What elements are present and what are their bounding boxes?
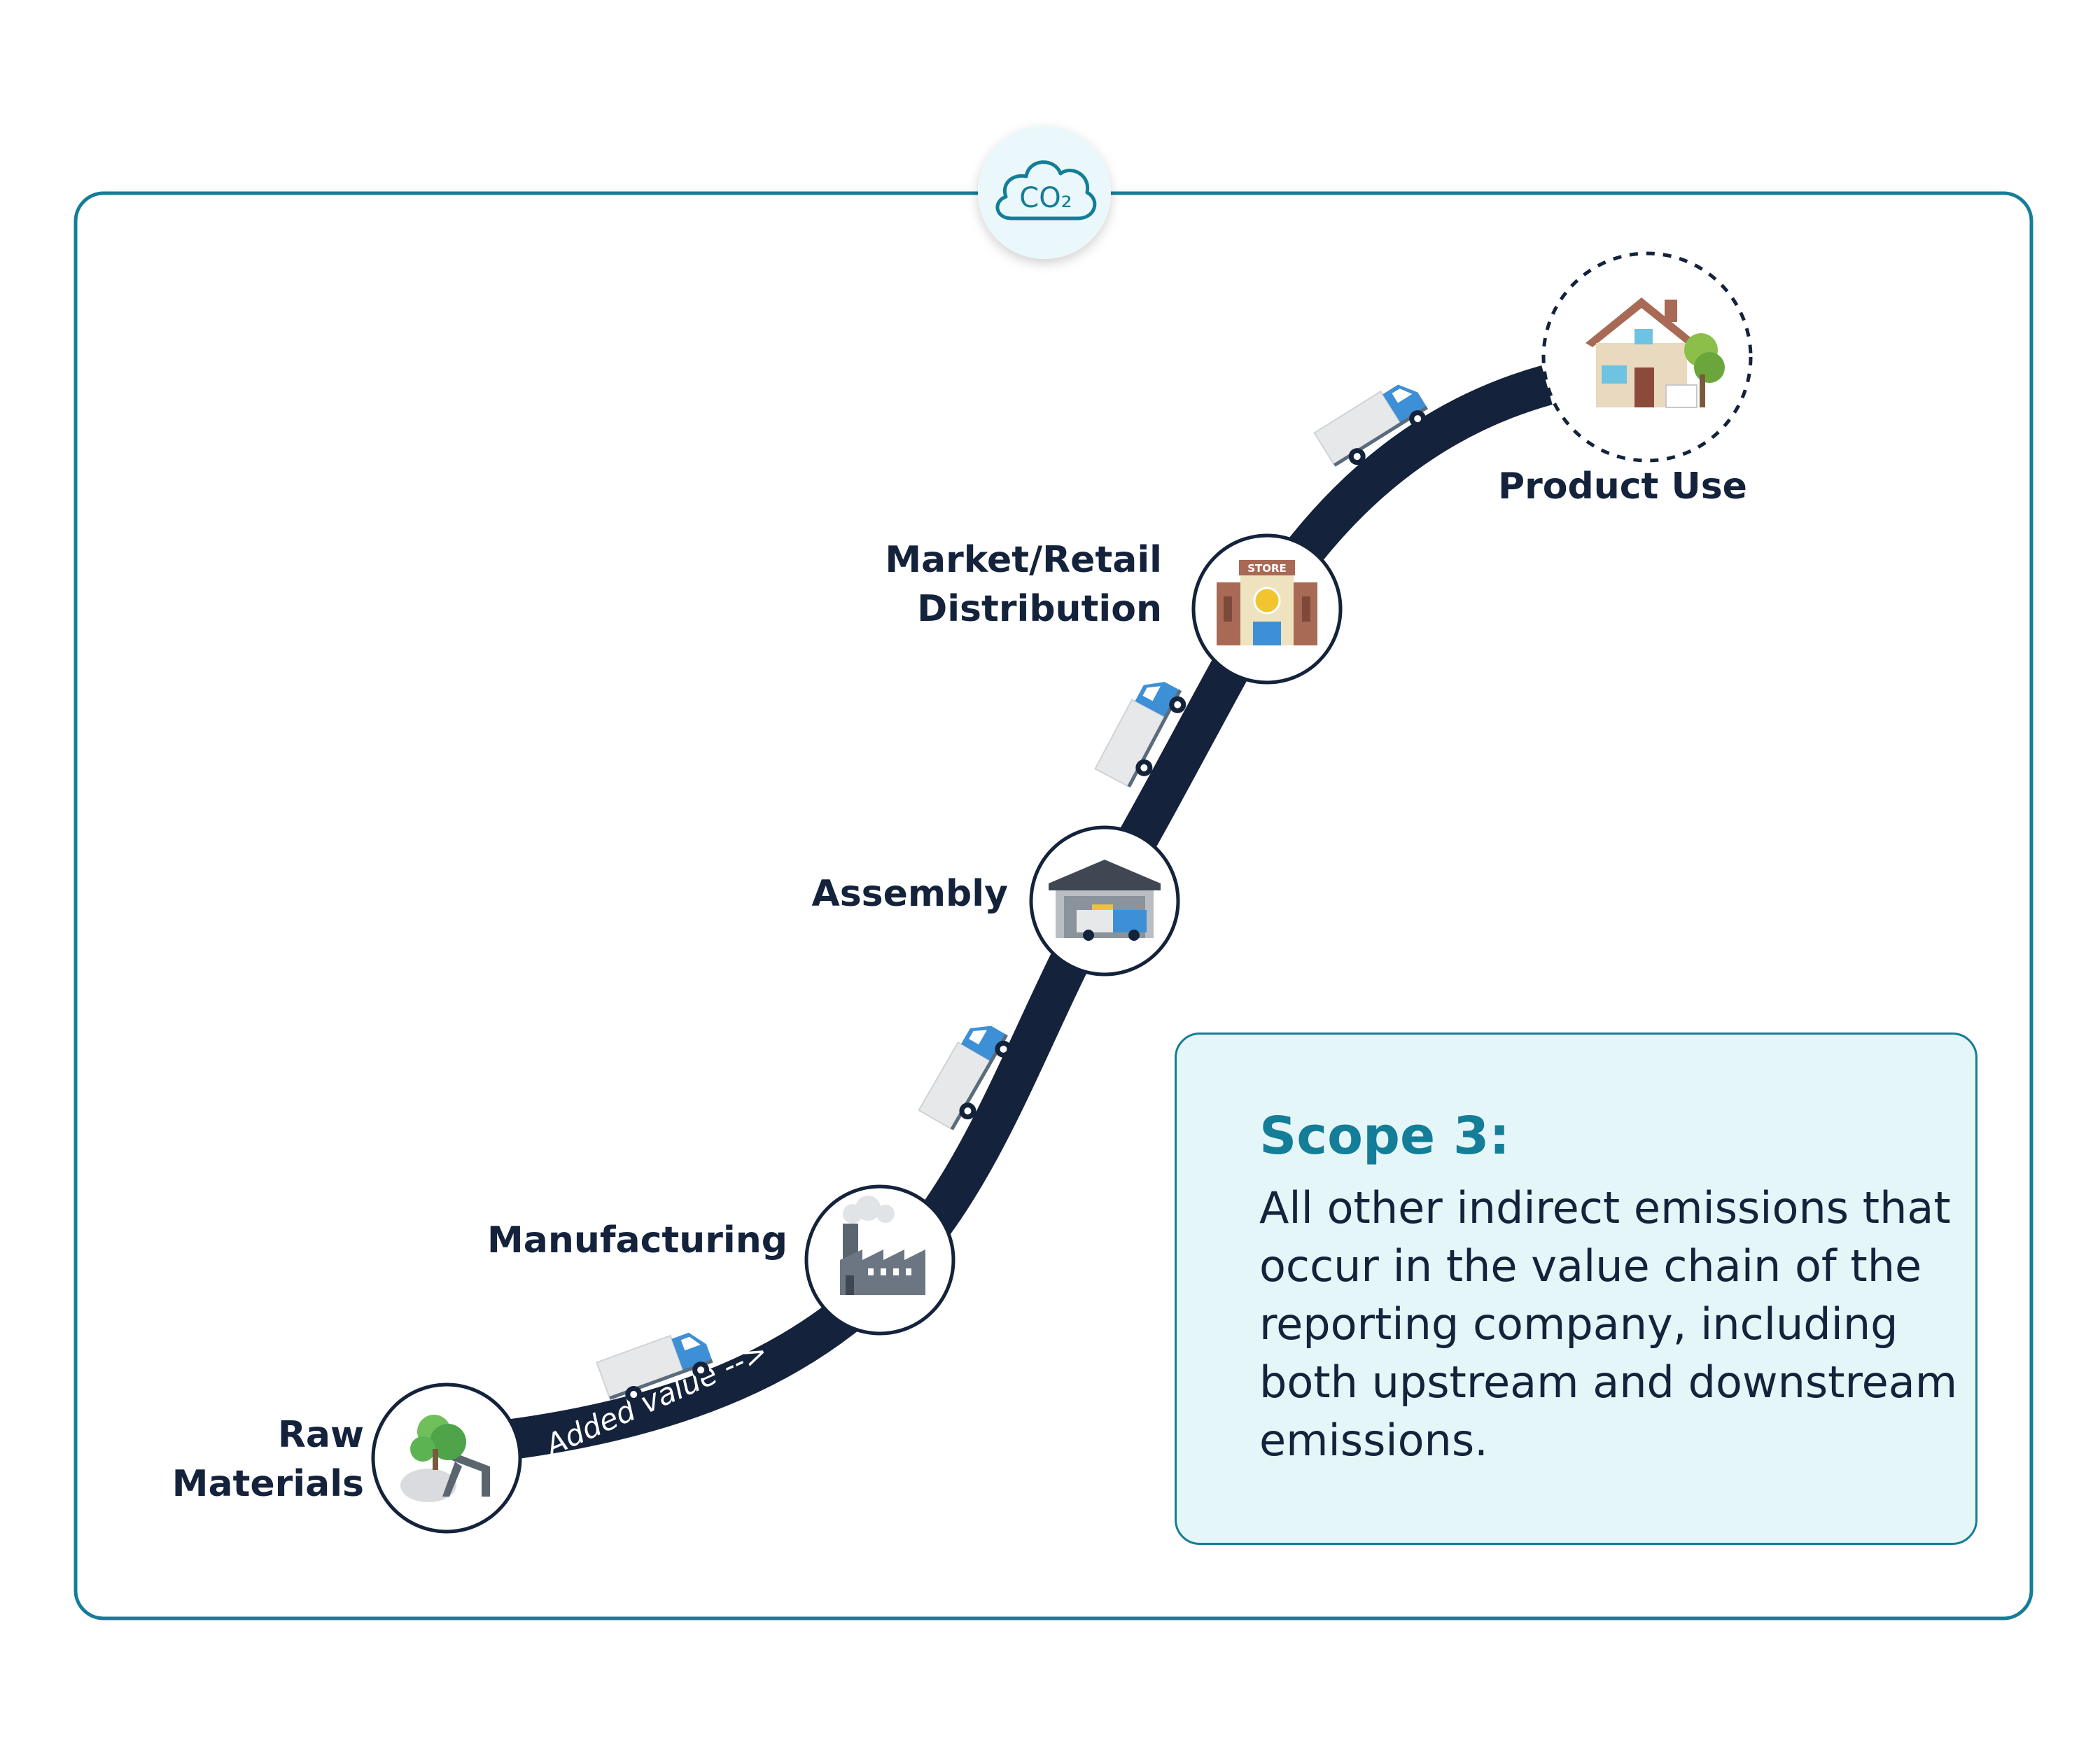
scope-title: Scope 3: [1259, 1106, 1511, 1166]
house-icon [1586, 298, 1725, 408]
store-sign-text: STORE [1247, 562, 1287, 575]
stage-label-market-retail: Market/Retail Distribution [885, 539, 1162, 630]
stage-label-manufacturing: Manufacturing [487, 1219, 788, 1261]
scope-3-callout: Scope 3: All other indirect emissions th… [1175, 1032, 1977, 1545]
stage-node-market-retail: STORE [1191, 533, 1343, 685]
stage-node-manufacturing [804, 1184, 955, 1336]
raw-materials-icon [400, 1415, 490, 1502]
co2-badge: CO₂ [978, 126, 1111, 259]
factory-icon [840, 1196, 925, 1295]
co2-cloud-icon [995, 160, 1097, 220]
scope-description: All other indirect emissions that occur … [1259, 1182, 1958, 1466]
stage-label-raw-materials: Raw Materials [172, 1414, 364, 1505]
stage-label-product-use: Product Use [1498, 465, 1747, 507]
warehouse-truck-icon [1049, 860, 1161, 941]
stage-label-assembly: Assembly [811, 873, 1008, 915]
stage-node-assembly [1029, 825, 1180, 976]
stage-node-raw-materials [371, 1382, 522, 1534]
co2-text: CO₂ [1019, 182, 1072, 214]
stage-node-product-use [1541, 251, 1753, 463]
store-icon: STORE [1217, 560, 1317, 645]
